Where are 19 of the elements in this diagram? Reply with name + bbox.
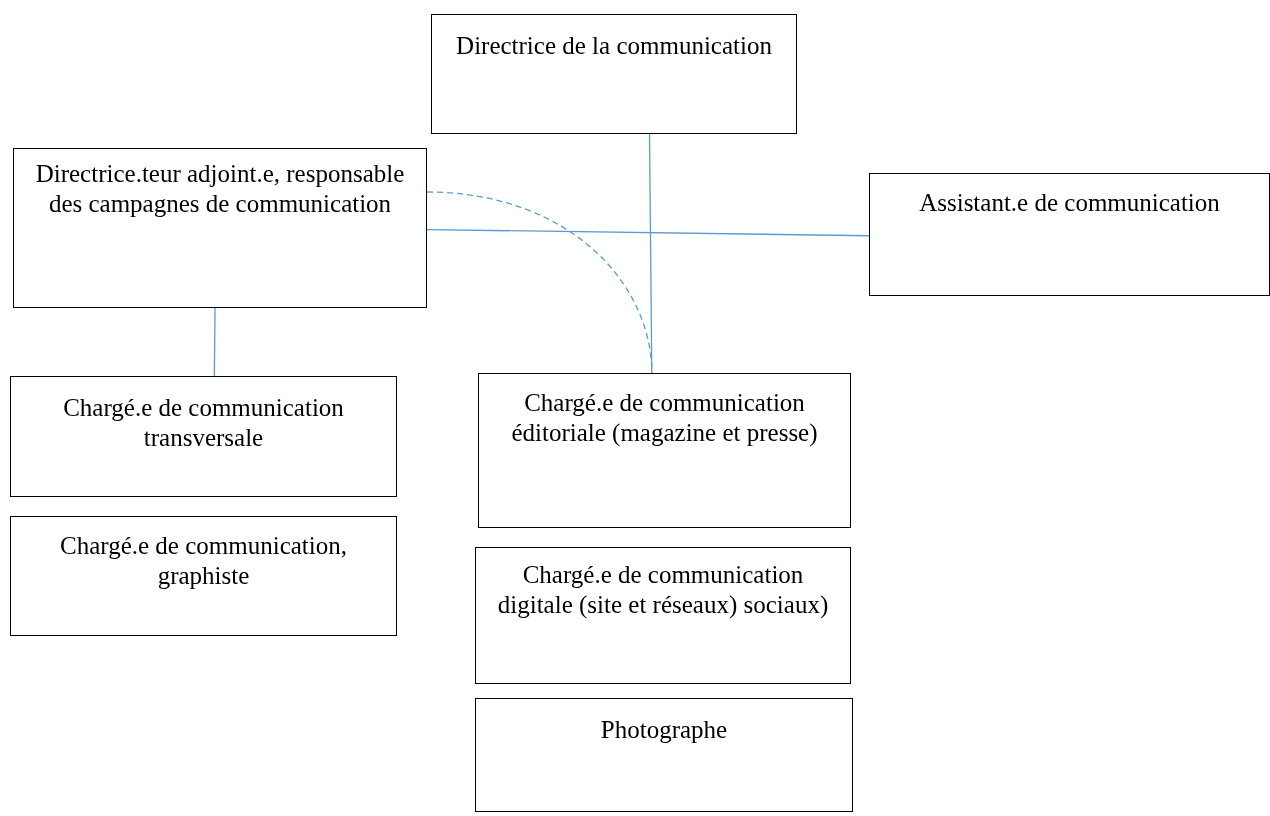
connector-line bbox=[426, 228, 870, 237]
role-title: Directrice.teur adjoint.e, responsable des campagnes de communication bbox=[34, 159, 406, 219]
connector-line bbox=[648, 133, 653, 374]
role-title: Directrice de la communication bbox=[456, 31, 772, 61]
org-box bbox=[478, 373, 851, 528]
org-box bbox=[10, 376, 397, 497]
org-box bbox=[10, 516, 397, 636]
org-box bbox=[869, 173, 1270, 296]
role-title: Photographe bbox=[600, 715, 728, 745]
role-title: Chargé.e de communication éditoriale (magazine et presse) bbox=[510, 388, 819, 448]
role-title: Assistant.e de communication bbox=[919, 188, 1220, 218]
org-box bbox=[431, 14, 797, 134]
role-title: Chargé.e de communication transversale bbox=[62, 393, 345, 453]
role-title: Chargé.e de communication digitale (site et réseaux) sociaux) bbox=[496, 560, 830, 620]
org-box bbox=[475, 547, 851, 684]
org-box bbox=[13, 148, 427, 308]
role-title: Chargé.e de communication, graphiste bbox=[59, 531, 348, 591]
connector-line bbox=[213, 307, 216, 377]
org-box bbox=[475, 698, 853, 812]
